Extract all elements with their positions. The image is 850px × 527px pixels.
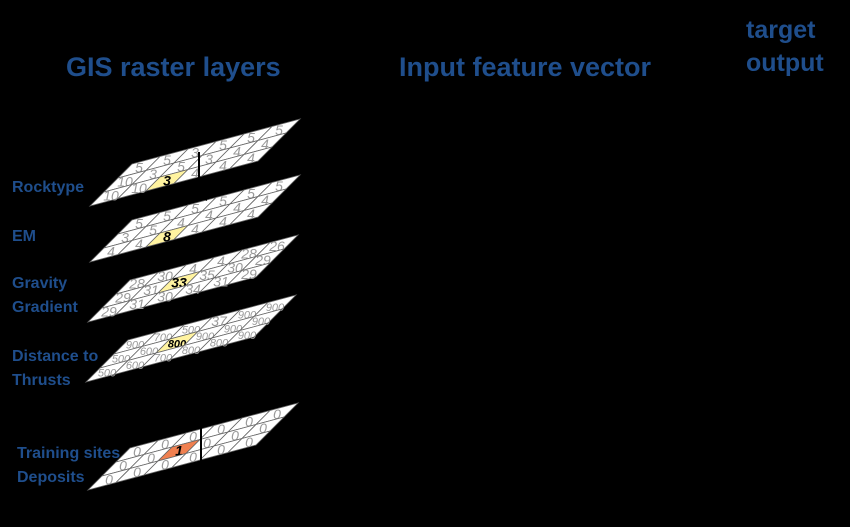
- cell-value: 29: [100, 303, 117, 319]
- cell-value: 5: [275, 178, 283, 194]
- cell-value: 5: [163, 208, 171, 224]
- cell-value: 0: [245, 413, 253, 429]
- label-em: EM: [12, 228, 36, 245]
- cell-value: 3: [191, 144, 199, 160]
- cell-value: 4: [261, 136, 269, 152]
- cell-value: 800: [210, 337, 229, 349]
- target-output-line1: target: [746, 16, 816, 44]
- cell-value: 30: [157, 288, 173, 304]
- cell-value: 0: [161, 436, 169, 452]
- cell-value: 5: [135, 215, 143, 231]
- cell-value: 3: [205, 151, 213, 167]
- cell-value: 4: [261, 192, 269, 208]
- cell-value: 4: [233, 143, 241, 159]
- label-distance-line2: Thrusts: [12, 372, 71, 389]
- cell-value: 8: [163, 228, 171, 244]
- cell-value: 0: [133, 464, 141, 480]
- cell-value: 0: [105, 471, 113, 487]
- cell-value: 0: [203, 435, 211, 451]
- grid-cell: [228, 202, 274, 226]
- cell-value: 4: [205, 207, 213, 223]
- label-rocktype: Rocktype: [12, 179, 85, 196]
- cell-value: 4: [247, 150, 255, 166]
- cell-value: 0: [189, 449, 197, 465]
- label-gravity-line1: Gravity: [12, 275, 68, 292]
- cell-value: 0: [147, 450, 155, 466]
- cell-value: 500: [98, 367, 117, 379]
- cell-value: 4: [191, 165, 199, 181]
- label-gravity-line2: Gradient: [12, 299, 78, 316]
- cell-value: 5: [135, 159, 143, 175]
- cell-value: 3: [149, 166, 157, 182]
- cell-value: 5: [247, 129, 255, 145]
- cell-value: 1: [175, 442, 183, 458]
- cell-value: 5: [163, 152, 171, 168]
- cell-value: 5: [177, 158, 185, 174]
- cell-value: 4: [247, 206, 255, 222]
- cell-value: 4: [107, 243, 115, 259]
- cell-value: 4: [219, 213, 227, 229]
- cell-value: 5: [247, 185, 255, 201]
- cell-value: 900: [238, 330, 257, 342]
- cell-value: 0: [259, 420, 267, 436]
- cell-value: 0: [119, 457, 127, 473]
- cell-value: 0: [217, 441, 225, 457]
- cell-value: 4: [219, 157, 227, 173]
- target-output-heading: target output: [746, 14, 824, 80]
- cell-value: 4: [191, 221, 199, 237]
- cell-value: 4: [135, 236, 143, 252]
- cell-value: 10: [131, 180, 147, 196]
- cell-value: 0: [231, 427, 239, 443]
- cell-value: 5: [149, 222, 157, 238]
- cell-value: 5: [191, 200, 199, 216]
- gis-raster-layers-heading: GIS raster layers: [66, 52, 281, 82]
- cell-value: 29: [240, 266, 257, 282]
- cell-value: 600: [126, 360, 145, 372]
- cell-value: 4: [217, 253, 225, 269]
- cell-value: 700: [154, 352, 173, 364]
- cell-value: 5: [219, 193, 227, 209]
- grid-cell: [224, 322, 270, 346]
- cell-value: 0: [161, 456, 169, 472]
- target-output-line2: output: [746, 49, 824, 77]
- cell-value: 3: [121, 229, 129, 245]
- cell-value: 10: [103, 187, 119, 203]
- input-feature-vector-heading: Input feature vector: [399, 52, 652, 82]
- label-training-line1: Training sites: [17, 445, 121, 462]
- grid-cell: [228, 146, 274, 170]
- cell-value: 31: [129, 296, 145, 312]
- cell-value: 0: [273, 406, 281, 422]
- grid-cell: [226, 430, 272, 454]
- cell-value: 5: [219, 137, 227, 153]
- cell-value: 34: [185, 281, 201, 297]
- label-training-deposits: Training sites Deposits: [17, 442, 120, 490]
- cell-value: 4: [177, 214, 185, 230]
- cell-value: 4: [189, 260, 197, 276]
- label-distance-line1: Distance to: [12, 348, 99, 365]
- label-gravity-gradient: Gravity Gradient: [12, 272, 78, 320]
- label-training-line2: Deposits: [17, 469, 85, 486]
- cell-value: 5: [275, 122, 283, 138]
- cell-value: 4: [233, 199, 241, 215]
- cell-value: 0: [133, 443, 141, 459]
- cell-value: 0: [245, 434, 253, 450]
- label-distance-to-thrusts: Distance to Thrusts: [12, 345, 98, 393]
- cell-value: 0: [189, 428, 197, 444]
- cell-value: 800: [182, 345, 201, 357]
- cell-value: 31: [213, 273, 229, 289]
- grid-cell: [226, 262, 272, 286]
- cell-value: 0: [217, 421, 225, 437]
- cell-value: 3: [163, 172, 171, 188]
